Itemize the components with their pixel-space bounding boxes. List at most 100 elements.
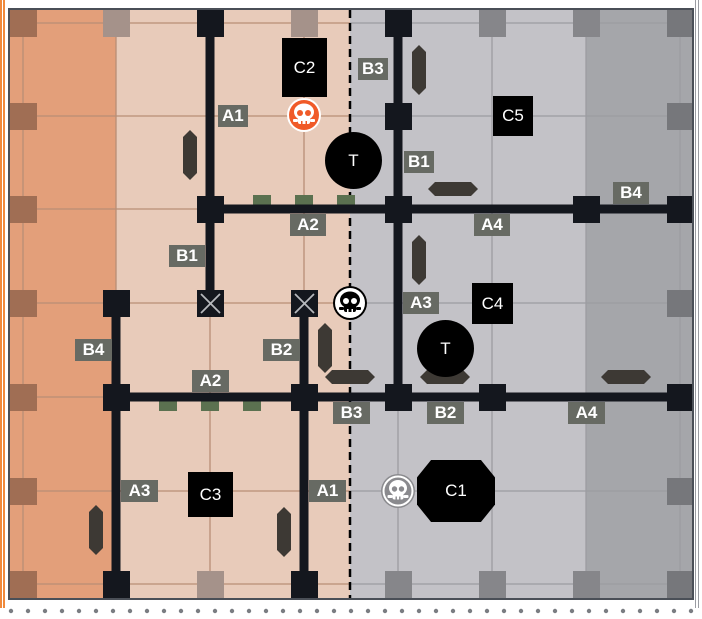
skull-icon <box>381 474 415 508</box>
road-label: A3 <box>403 292 439 314</box>
unit-c5[interactable]: C5 <box>493 96 533 136</box>
border-dot <box>450 608 456 614</box>
road-label: A4 <box>568 402 605 424</box>
border-dot <box>195 608 201 614</box>
blocked-node[interactable] <box>197 290 224 317</box>
border-dot <box>382 608 388 614</box>
road-node <box>385 103 412 130</box>
unit-c3[interactable]: C3 <box>188 472 233 517</box>
road-node <box>385 196 412 223</box>
edge-marker <box>10 103 37 130</box>
road-label: B1 <box>169 245 205 267</box>
border-dot <box>59 608 65 614</box>
border-dot <box>569 608 575 614</box>
barrier <box>89 505 103 555</box>
border-dot <box>93 608 99 614</box>
green-marker <box>295 195 313 205</box>
edge-marker <box>667 478 692 505</box>
border-dot <box>552 608 558 614</box>
barrier <box>277 507 291 557</box>
game-map[interactable]: A1 B3 B1 B4 A2 A4 B1 A3 B4 B2 A2 B3 B2 A… <box>8 8 694 600</box>
road-label: B2 <box>427 402 464 424</box>
road-label: A4 <box>474 214 510 236</box>
x-icon <box>200 293 221 314</box>
road-node <box>385 384 412 411</box>
border-dot <box>603 608 609 614</box>
border-dot <box>637 608 643 614</box>
x-icon <box>294 293 315 314</box>
neutral-skull-marker[interactable] <box>332 285 368 321</box>
right-edge-line <box>698 0 699 608</box>
edge-marker <box>291 10 318 37</box>
road-node <box>479 384 506 411</box>
border-dot <box>161 608 167 614</box>
border-dot <box>518 608 524 614</box>
border-dot <box>263 608 269 614</box>
edge-marker <box>479 10 506 37</box>
road-node <box>103 571 130 598</box>
edge-marker <box>103 10 130 37</box>
border-dot <box>620 608 626 614</box>
border-dot <box>501 608 507 614</box>
border-dot <box>314 608 320 614</box>
border-dot <box>688 608 694 614</box>
border-dot <box>331 608 337 614</box>
skull-icon <box>287 98 321 132</box>
road-label: B2 <box>263 339 300 361</box>
edge-marker <box>10 384 37 411</box>
road-node <box>197 10 224 37</box>
road-node <box>667 196 692 223</box>
left-edge-line <box>0 0 2 608</box>
border-dot <box>416 608 422 614</box>
edge-marker <box>573 571 600 598</box>
edge-marker <box>10 478 37 505</box>
bottom-dot-border <box>0 601 702 614</box>
edge-marker <box>479 571 506 598</box>
road-label: B4 <box>75 339 112 361</box>
unit-t-top[interactable]: T <box>325 132 382 189</box>
unit-c2[interactable]: C2 <box>282 38 327 97</box>
barrier <box>412 45 426 95</box>
edge-marker <box>667 290 692 317</box>
green-marker <box>337 195 355 205</box>
road-label: A3 <box>121 480 158 502</box>
road-node <box>291 571 318 598</box>
border-dot <box>178 608 184 614</box>
edge-marker <box>667 103 692 130</box>
green-marker <box>243 401 261 411</box>
border-dot <box>127 608 133 614</box>
road-node <box>103 290 130 317</box>
border-dot <box>76 608 82 614</box>
hostile-skull-marker[interactable] <box>286 97 322 133</box>
barrier <box>428 182 478 196</box>
border-dot <box>144 608 150 614</box>
green-markers <box>159 195 355 411</box>
left-edge-line <box>3 0 5 608</box>
border-dot <box>365 608 371 614</box>
border-dot <box>467 608 473 614</box>
road-node <box>291 384 318 411</box>
green-marker <box>253 195 271 205</box>
unit-c1[interactable]: C1 <box>417 460 495 522</box>
unit-c4[interactable]: C4 <box>472 283 513 324</box>
road-node <box>667 384 692 411</box>
skull-icon <box>333 286 367 320</box>
blocked-node[interactable] <box>291 290 318 317</box>
border-dot <box>280 608 286 614</box>
edge-marker <box>10 196 37 223</box>
road-label: A1 <box>218 105 248 127</box>
barrier <box>412 235 426 285</box>
border-dot <box>297 608 303 614</box>
dead-skull-marker[interactable] <box>380 473 416 509</box>
border-dot <box>229 608 235 614</box>
green-marker <box>159 401 177 411</box>
unit-t-mid[interactable]: T <box>417 320 474 377</box>
border-dot <box>433 608 439 614</box>
barrier <box>601 370 651 384</box>
edge-markers <box>10 10 692 598</box>
edge-marker <box>573 10 600 37</box>
road-label: B4 <box>613 182 649 204</box>
border-dot <box>246 608 252 614</box>
roads <box>103 10 692 598</box>
border-dot <box>42 608 48 614</box>
